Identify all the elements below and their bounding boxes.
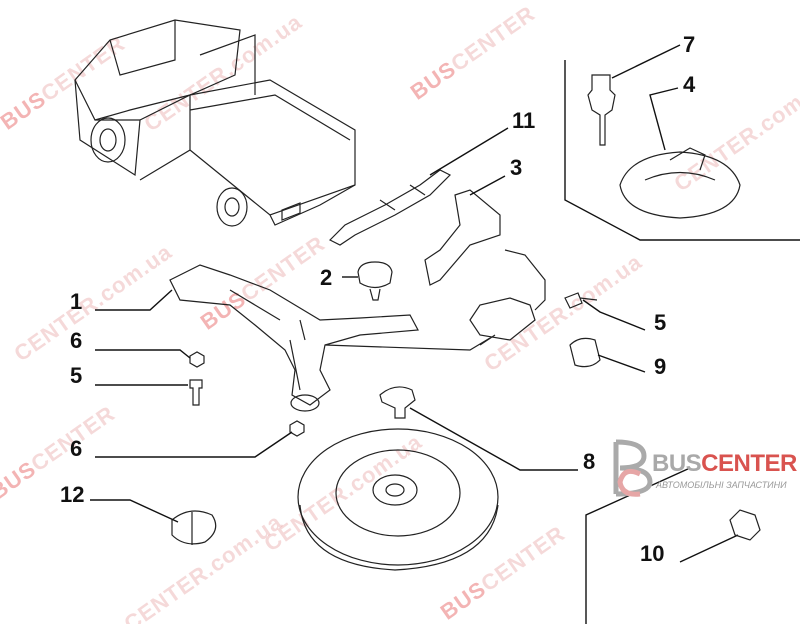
callout-10: 10 — [640, 541, 665, 566]
logo-tagline: АВТОМОБІЛЬНІ ЗАПЧАСТИНИ — [656, 480, 787, 490]
part-6-nut-lower — [289, 420, 305, 437]
part-9-cap — [569, 337, 601, 368]
part-1-carrier — [169, 264, 419, 406]
part-5-bolt — [564, 292, 598, 309]
part-6-nut — [189, 351, 205, 368]
part-8-knob — [379, 386, 416, 419]
callout-5-left: 5 — [70, 363, 83, 388]
callout-3: 3 — [510, 155, 523, 180]
callout-5-right: 5 — [654, 310, 667, 335]
part-11-strap — [328, 169, 452, 246]
callout-7: 7 — [683, 32, 696, 57]
leader-lines — [90, 44, 800, 624]
callout-4: 4 — [683, 72, 696, 97]
part-3-bracket — [424, 189, 501, 286]
callout-11: 11 — [512, 108, 536, 133]
part-12-plug — [171, 510, 217, 545]
logo-mark-icon — [613, 439, 653, 497]
part-10-clip — [729, 509, 761, 541]
spare-wheel — [297, 428, 499, 571]
buscenter-logo: BUSCENTER АВТОМОБІЛЬНІ ЗАПЧАСТИНИ — [610, 438, 800, 498]
logo-name: BUSCENTER — [652, 450, 797, 477]
part-4-plate — [619, 147, 741, 219]
part-7-bolt — [587, 74, 616, 146]
callout-6-lower: 6 — [70, 436, 83, 461]
part-2-bumpstop — [357, 261, 393, 301]
callout-2: 2 — [320, 265, 333, 290]
callout-6: 6 — [70, 328, 83, 353]
part-5-bolt-left — [189, 379, 203, 406]
callout-9: 9 — [654, 354, 667, 379]
callout-12: 12 — [60, 482, 85, 507]
truck-illustration — [74, 19, 356, 227]
winch — [469, 249, 546, 346]
callout-8: 8 — [583, 449, 596, 474]
callout-1: 1 — [70, 289, 83, 314]
